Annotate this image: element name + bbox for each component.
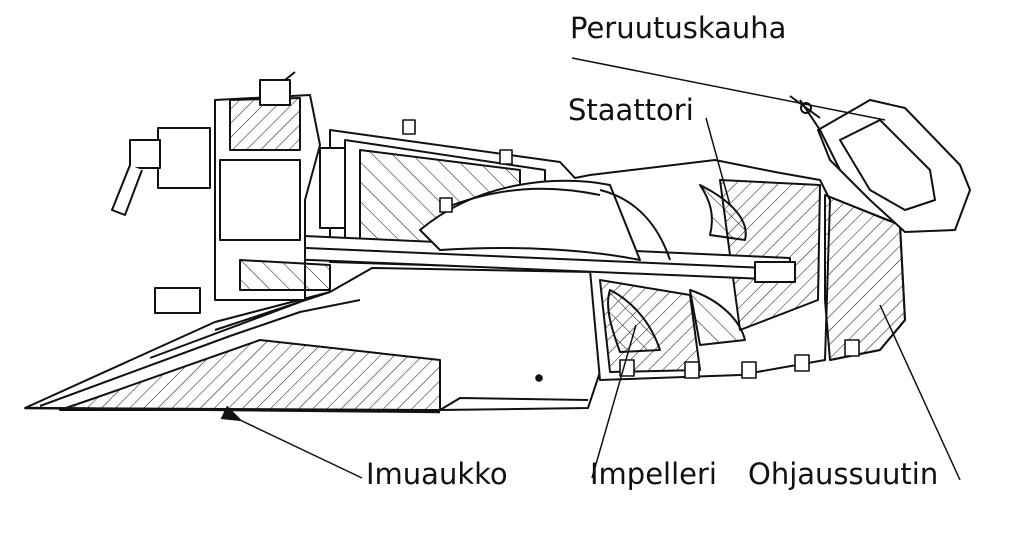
label-reversing-bucket: Peruutuskauha — [570, 11, 787, 45]
leader-staattori — [705, 117, 731, 206]
label-steering-nozzle: Ohjaussuutin — [748, 457, 939, 491]
label-stator: Staattori — [568, 93, 694, 127]
leader-imuaukko — [220, 405, 363, 479]
control-assembly — [111, 71, 346, 314]
leader-impelleri — [591, 324, 637, 479]
bolts — [402, 119, 860, 382]
stator — [689, 184, 747, 346]
leader-ohjaussuutin — [879, 304, 961, 481]
reversing-bucket — [789, 95, 971, 233]
label-impeller: Impelleri — [590, 457, 717, 491]
leader-lines — [220, 57, 961, 481]
intake-duct — [24, 267, 601, 414]
label-intake: Imuaukko — [366, 457, 508, 491]
impeller — [419, 179, 671, 353]
leader-peruutuskauha — [571, 57, 886, 121]
